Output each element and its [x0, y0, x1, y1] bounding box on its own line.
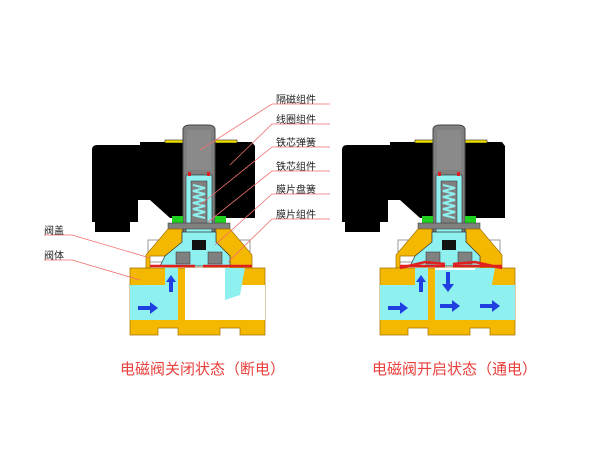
caption-closed: 电磁阀关闭状态（断电）: [120, 360, 286, 378]
label-core-spring: 铁芯弹簧: [276, 138, 316, 149]
valve-open: [340, 123, 517, 337]
flow-arrow: [442, 272, 454, 292]
label-diaphragm-spring: 膜片盘簧: [276, 185, 316, 196]
label-isolation-assembly: 隔磁组件: [276, 95, 316, 106]
flow-arrow: [440, 300, 460, 312]
flow-arrow: [480, 300, 500, 312]
label-valve-body: 阀体: [44, 251, 64, 262]
label-core-assembly: 铁芯组件: [276, 162, 316, 173]
label-coil-assembly: 线圈组件: [276, 115, 316, 126]
caption-open: 电磁阀开启状态（通电）: [372, 360, 538, 378]
diaphragm-open: [399, 260, 503, 270]
label-bonnet: 阀盖: [44, 226, 64, 237]
label-diaphragm-assembly: 膜片组件: [276, 210, 316, 221]
leader-lines: [44, 103, 330, 281]
